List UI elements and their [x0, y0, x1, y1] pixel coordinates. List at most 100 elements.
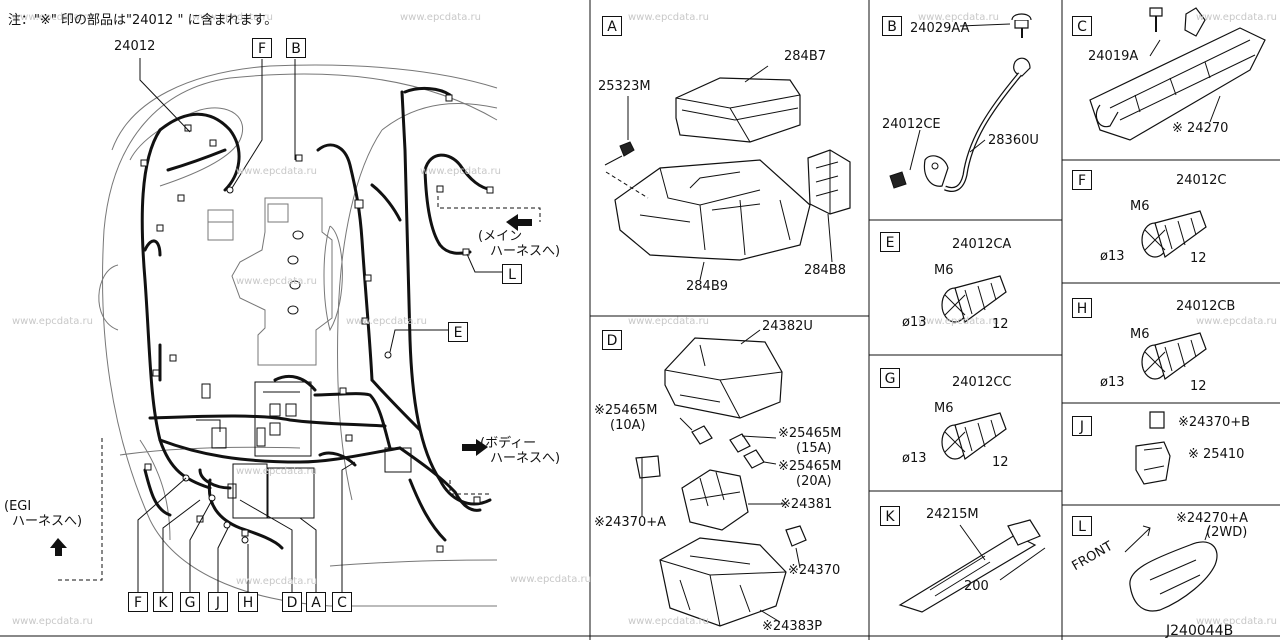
watermark: www.epcdata.ru [420, 166, 501, 177]
engine-block [207, 197, 333, 366]
thread-size-h: M6 [1130, 327, 1150, 342]
diameter-h: ø13 [1100, 375, 1125, 390]
panel-g-letter: G [880, 368, 900, 388]
length-k: 200 [964, 579, 989, 594]
panel-l-letter: L [1072, 516, 1092, 536]
watermark: www.epcdata.ru [236, 466, 317, 477]
callout-k: K [153, 592, 173, 612]
diameter-e: ø13 [902, 315, 927, 330]
watermark: www.epcdata.ru [510, 574, 591, 585]
part-label-284B7: 284B7 [784, 49, 827, 64]
watermark: www.epcdata.ru [12, 12, 93, 23]
watermark: www.epcdata.ru [12, 316, 93, 327]
watermark: www.epcdata.ru [628, 12, 709, 23]
body-harness-note-1: (ボディー [480, 436, 537, 451]
panel-c-art [1089, 7, 1266, 141]
watermark: www.epcdata.ru [918, 316, 999, 327]
callout-e: E [448, 322, 468, 342]
length-e: 12 [992, 317, 1009, 332]
main-harness-note-2: ハーネスへ) [490, 244, 561, 259]
part-label-25410: ※ 25410 [1188, 447, 1245, 462]
part-label-24029AA: 24029AA [910, 21, 970, 36]
callout-leaders [137, 58, 502, 593]
part-label-24012C: 24012C [1176, 173, 1227, 188]
watermark: www.epcdata.ru [628, 616, 709, 627]
callout-f-bottom: F [128, 592, 148, 612]
length-h: 12 [1190, 379, 1207, 394]
diameter-g: ø13 [902, 451, 927, 466]
callout-a: A [306, 592, 326, 612]
bolt-e [941, 275, 1007, 323]
bolt-h [1141, 332, 1207, 380]
panel-j-art [1135, 411, 1171, 485]
panel-a-letter: A [602, 16, 622, 36]
engine-plugs [287, 230, 304, 315]
direction-arrows [50, 214, 532, 556]
part-label-24012CA: 24012CA [952, 237, 1012, 252]
part-label-24382U: 24382U [762, 319, 813, 334]
part-label-24019A: 24019A [1088, 49, 1139, 64]
watermark: www.epcdata.ru [12, 616, 93, 627]
part-label-25465M-15A: ※25465M [778, 426, 842, 441]
amp-20A: (20A) [796, 474, 832, 489]
part-label-24215M: 24215M [926, 507, 979, 522]
part-label-24012CE: 24012CE [882, 117, 941, 132]
panel-k-letter: K [880, 506, 900, 526]
panel-j-letter: J [1072, 416, 1092, 436]
part-label-24383P: ※24383P [762, 619, 823, 634]
thread-size-f: M6 [1130, 199, 1150, 214]
watermark: www.epcdata.ru [192, 12, 273, 23]
length-g: 12 [992, 455, 1009, 470]
thread-size-g: M6 [934, 401, 954, 416]
part-label-24012: 24012 [114, 39, 156, 54]
panel-l-art [1124, 524, 1218, 612]
watermark: www.epcdata.ru [236, 576, 317, 587]
connectors [140, 94, 494, 553]
thread-size-e: M6 [934, 263, 954, 278]
part-label-24370: ※24370 [788, 563, 841, 578]
fuse-relay-boxes [201, 383, 412, 519]
part-label-24270A: ※24270+A [1176, 511, 1249, 526]
callout-f-top: F [252, 38, 272, 58]
part-label-24381: ※24381 [780, 497, 833, 512]
part-label-28360U: 28360U [988, 133, 1039, 148]
egi-harness-note-2: ハーネスへ) [12, 514, 83, 529]
vehicle-outline [98, 64, 498, 607]
amp-10A: (10A) [610, 418, 646, 433]
watermark: www.epcdata.ru [346, 316, 427, 327]
watermark: www.epcdata.ru [1196, 12, 1277, 23]
panel-k-art [898, 519, 1046, 613]
panel-d-letter: D [602, 330, 622, 350]
watermark: www.epcdata.ru [918, 12, 999, 23]
part-label-24012CC: 24012CC [952, 375, 1012, 390]
callout-h: H [238, 592, 258, 612]
amp-15A: (15A) [796, 441, 832, 456]
diagram-code: J240044B [1166, 623, 1234, 639]
watermark: www.epcdata.ru [628, 316, 709, 327]
panel-c-letter: C [1072, 16, 1092, 36]
panel-b-art [889, 13, 1032, 192]
panel-f-letter: F [1072, 170, 1092, 190]
part-label-24012CB: 24012CB [1176, 299, 1236, 314]
callout-b-top: B [286, 38, 306, 58]
panel-b-letter: B [882, 16, 902, 36]
watermark: www.epcdata.ru [400, 12, 481, 23]
part-label-25465M-20A: ※25465M [778, 459, 842, 474]
part-label-25323M: 25323M [598, 79, 651, 94]
watermark: www.epcdata.ru [236, 166, 317, 177]
part-label-24370B: ※24370+B [1178, 415, 1251, 430]
part-label-24370A: ※24370+A [594, 515, 667, 530]
part-label-25465M-10A: ※25465M [594, 403, 658, 418]
callout-j: J [208, 592, 228, 612]
callout-d: D [282, 592, 302, 612]
harness-leadouts [58, 196, 541, 581]
length-f: 12 [1190, 251, 1207, 266]
panel-e-letter: E [880, 232, 900, 252]
bolt-g [941, 412, 1007, 460]
panel-h-letter: H [1072, 298, 1092, 318]
watermark: www.epcdata.ru [236, 276, 317, 287]
engine-room-harness [140, 86, 494, 550]
